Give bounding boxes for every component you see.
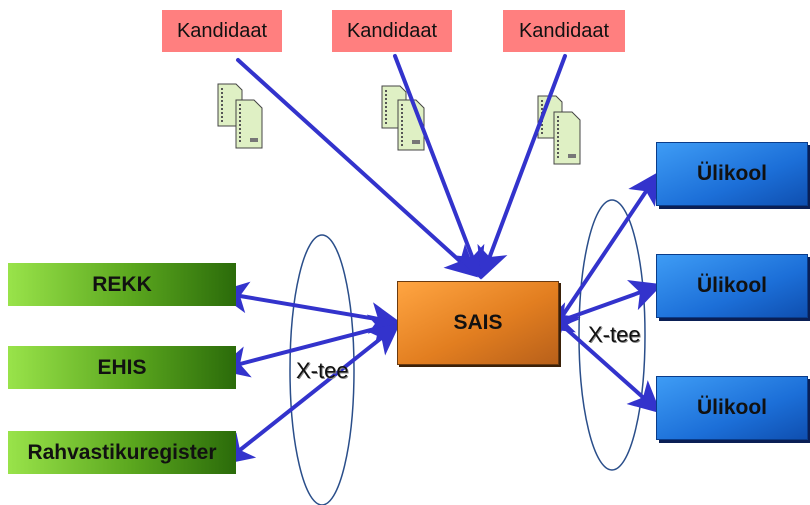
arrow-candidate-1 bbox=[236, 58, 478, 278]
document-stack-icon bbox=[217, 83, 263, 149]
register-rahvastikuregister: Rahvastikuregister bbox=[8, 431, 236, 474]
register-ehis: EHIS bbox=[8, 346, 236, 389]
arrow-candidate-2 bbox=[393, 54, 485, 280]
xtee-right-label: X-tee bbox=[588, 322, 641, 347]
university-box: Ülikool bbox=[656, 376, 808, 440]
arrow-ulikool-3 bbox=[545, 310, 661, 414]
university-box: Ülikool bbox=[656, 254, 808, 318]
arrow-ulikool-1 bbox=[549, 171, 660, 335]
document-stack-icon bbox=[537, 95, 581, 165]
candidate-box: Kandidaat bbox=[503, 10, 625, 52]
document-stack-icon bbox=[381, 85, 425, 151]
candidate-box: Kandidaat bbox=[332, 10, 452, 52]
arrow-rekk bbox=[216, 281, 402, 334]
candidate-box: Kandidaat bbox=[162, 10, 282, 52]
sais-box: SAIS bbox=[397, 281, 559, 365]
xtee-left-label: X-tee bbox=[296, 358, 349, 383]
university-box: Ülikool bbox=[656, 142, 808, 206]
arrow-rahvastikuregister bbox=[221, 323, 401, 465]
arrow-candidate-3 bbox=[477, 54, 567, 280]
register-rekk: REKK bbox=[8, 263, 236, 306]
